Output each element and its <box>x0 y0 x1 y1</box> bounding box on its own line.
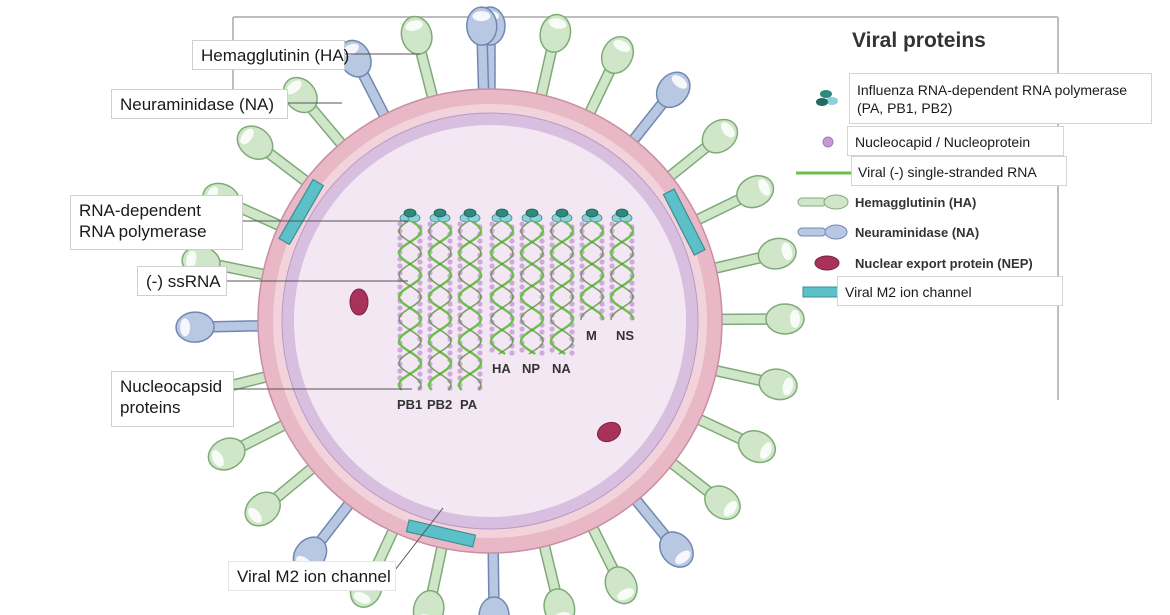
legend-box-ssrna <box>851 156 1067 186</box>
callout-neuraminidase-text: Neuraminidase (NA) <box>120 95 274 114</box>
m2-ion-channels <box>278 178 706 548</box>
rna-polymerase <box>491 208 513 223</box>
legend-label-nep: Nuclear export protein (NEP) <box>855 256 1033 271</box>
neuraminidase-spike <box>338 39 393 126</box>
callout-m2-channel: Viral M2 ion channel <box>228 561 396 591</box>
hemagglutinin-spike <box>660 118 739 186</box>
legend-label-nucleoprotein: Nucleocapid / Nucleoprotein <box>855 134 1031 150</box>
rnp-segment <box>549 208 575 356</box>
hemagglutinin-spike <box>710 303 805 335</box>
callout-polymerase-line1: RNA-dependent <box>79 201 201 220</box>
segment-label: NA <box>552 361 571 376</box>
m2-ion-channel <box>662 188 706 256</box>
nep-protein <box>349 288 369 316</box>
rna-polymerase <box>399 208 421 223</box>
callout-nucleocapsid-line2: proteins <box>120 398 181 417</box>
neuraminidase-spike <box>627 490 694 568</box>
nep-icon <box>814 255 840 271</box>
legend-label-polymerase-line1: Influenza RNA-dependent RNA polymerase <box>857 82 1128 98</box>
neuraminidase-spike <box>624 71 691 150</box>
rnp-segment <box>579 208 605 321</box>
rna-polymerase <box>521 208 543 223</box>
hemagglutinin-spike <box>584 517 638 605</box>
hemagglutinin-spike <box>581 35 635 123</box>
callout-ssrna-text: (-) ssRNA <box>146 272 221 291</box>
callout-nucleocapsid: Nucleocapsid proteins <box>111 371 234 427</box>
hemagglutinin-spike <box>704 237 797 276</box>
hemagglutinin-spike <box>236 125 316 191</box>
rnp-segments <box>397 208 635 391</box>
callout-neuraminidase: Neuraminidase (NA) <box>111 89 288 119</box>
hemagglutinin-spike <box>244 459 322 527</box>
rnp-segment <box>609 208 635 321</box>
segment-label: PB1 <box>397 397 422 412</box>
legend-box-polymerase <box>849 73 1152 124</box>
callout-nucleocapsid-line1: Nucleocapsid <box>120 377 223 396</box>
hemagglutinin-spike <box>687 175 775 228</box>
legend-label-polymerase-line2: (PA, PB1, PB2) <box>857 100 953 116</box>
rna-polymerase <box>581 208 603 223</box>
callout-ssrna: (-) ssRNA <box>137 266 227 296</box>
rna-polymerase <box>551 208 573 223</box>
legend-label-neuraminidase: Neuraminidase (NA) <box>855 225 980 240</box>
legend-label-m2-channel: Viral M2 ion channel <box>845 284 972 300</box>
rnp-segment <box>427 208 453 391</box>
neuraminidase-spike <box>175 311 270 343</box>
callout-polymerase-line2: RNA polymerase <box>79 222 207 241</box>
segment-label: NP <box>522 361 540 376</box>
legend-label-hemagglutinin: Hemagglutinin (HA) <box>855 195 977 210</box>
m2-ion-channel <box>278 178 325 246</box>
rnp-segment <box>489 208 515 356</box>
segment-label: PA <box>460 397 478 412</box>
leader-line-m2 <box>394 507 444 571</box>
segment-label: M <box>586 328 597 343</box>
nucleoprotein-icon <box>822 136 834 148</box>
callout-hemagglutinin-text: Hemagglutinin (HA) <box>201 46 350 65</box>
polymerase-icon <box>816 90 838 106</box>
segment-label: HA <box>492 361 511 376</box>
legend-label-ssrna: Viral (-) single-stranded RNA <box>858 164 1037 180</box>
segment-label: NS <box>616 328 634 343</box>
hemagglutinin-spike <box>688 411 777 464</box>
hemagglutinin-icon <box>797 194 849 210</box>
neuraminidase-spike <box>478 541 510 615</box>
callout-polymerase: RNA-dependent RNA polymerase <box>70 195 243 250</box>
m2-ion-channel <box>405 519 477 548</box>
legend-label-polymerase: Influenza RNA-dependent RNA polymerase (… <box>857 81 1127 117</box>
legend-box-m2-channel <box>837 276 1063 306</box>
rna-polymerase <box>459 208 481 223</box>
rna-polymerase <box>611 208 633 223</box>
legend-box-nucleoprotein <box>847 126 1064 156</box>
segment-label: PB2 <box>427 397 452 412</box>
hemagglutinin-spike <box>662 454 741 520</box>
rna-polymerase <box>429 208 451 223</box>
callout-m2-channel-text: Viral M2 ion channel <box>237 567 391 586</box>
rnp-segment <box>519 208 545 356</box>
legend-title: Viral proteins <box>852 29 986 52</box>
hemagglutinin-spike <box>534 13 572 107</box>
nep-protein <box>596 421 622 443</box>
callout-hemagglutinin: Hemagglutinin (HA) <box>192 40 349 70</box>
neuraminidase-icon <box>797 224 848 240</box>
rnp-segment <box>457 208 483 391</box>
